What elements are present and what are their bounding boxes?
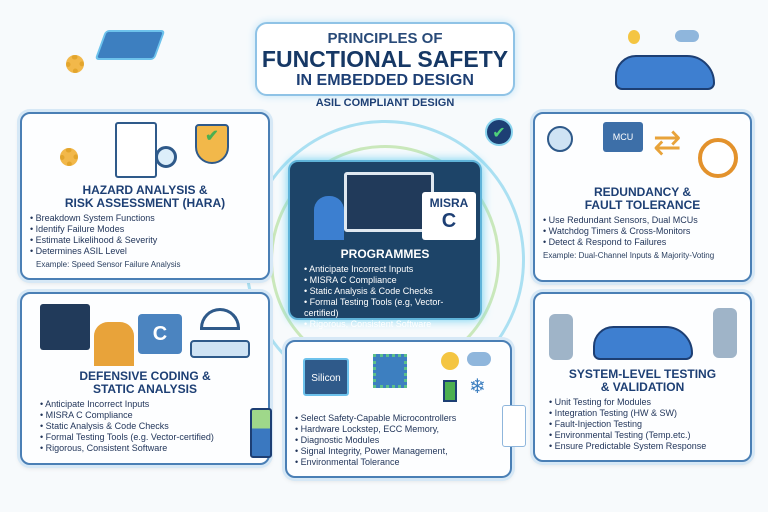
list-item: Detect & Respond to Failures [543,237,742,248]
title-line-1: PRINCIPLES OF [327,30,443,47]
check-badge-icon: ✔ [485,118,513,146]
chip-icon [94,30,166,60]
car-icon [593,326,693,360]
mcu-chip-icon: MCU [603,122,643,152]
gauge-icon [200,308,240,330]
lightbulb-icon [628,30,640,44]
list-item: Formal Testing Tools (e.g. Vector-certif… [40,432,260,443]
monitor-code-icon [40,304,90,350]
hara-illustration: ✔ [30,118,260,184]
list-item: Static Analysis & Code Checks [40,421,260,432]
defensive-title-2: STATIC ANALYSIS [92,382,197,396]
list-item: Select Safety-Capable Microcontrollers [295,413,502,424]
car-icon [615,55,715,90]
split-arrows-icon: ⇄ [653,124,682,162]
stopwatch-icon [698,138,738,178]
gear-icon [60,148,78,166]
hara-title-2: RISK ASSESSMENT (HARA) [64,196,226,210]
silicon-chip-icon: Silicon [303,358,349,396]
list-item: Ensure Predictable System Response [549,441,742,452]
person-icon [314,196,344,240]
list-item: MISRA C Compliance [304,275,476,286]
cloud-icon [675,30,699,42]
title-line-2: FUNCTIONAL SAFETY [261,46,509,72]
hardware-illustration: Silicon ❄ [295,346,502,410]
shield-check-icon: ✔ [195,124,229,164]
redundancy-example: Example: Dual-Channel Inputs & Majority-… [543,251,715,260]
battery-module-icon [443,380,457,402]
developer-icon [94,322,134,366]
list-item: Anticipate Incorrect Inputs [304,264,476,275]
hardware-panel: Silicon ❄ Select Safety-Capable Microcon… [285,340,512,478]
list-item: Identify Failure Modes [30,224,260,235]
list-item: Rigorous, Consistent Software [304,319,476,330]
redundancy-title: REDUNDANCY & [593,185,692,199]
sun-icon [441,352,459,370]
defensive-coding-panel: C DEFENSIVE CODING & STATIC ANALYSIS Ant… [20,292,270,465]
list-item: Formal Testing Tools (e.g, Vector-certif… [304,297,476,319]
programmes-title: PROGRAMMES [340,247,430,261]
gear-icon [66,55,84,73]
list-item: Static Analysis & Code Checks [304,286,476,297]
robot-icon [549,314,573,360]
testing-title: SYSTEM-LEVEL TESTING [568,367,717,381]
status-indicator-icon [190,340,250,358]
list-item: Determines ASIL Level [30,246,260,257]
list-item: Hardware Lockstep, ECC Memory, [295,424,502,435]
hara-panel: ✔ HAZARD ANALYSIS & RISK ASSESSMENT (HAR… [20,112,270,280]
list-item: Anticipate Incorrect Inputs [40,399,260,410]
redundancy-panel: MCU ⇄ REDUNDANCY & FAULT TOLERANCE Use R… [533,112,752,282]
cloud-rain-icon [467,352,491,366]
misra-c-badge: MISRA C [422,192,476,240]
programmes-panel: MISRA C PROGRAMMES Anticipate Incorrect … [288,160,482,329]
bar-chart-icon [502,405,526,447]
magnifier-icon [155,146,177,168]
c-label: C [441,210,457,232]
sensor-icon [547,126,573,152]
snowflake-icon: ❄ [469,376,486,398]
title-line-3: IN EMBEDDED DESIGN [296,72,474,89]
battery-icon [250,408,272,458]
list-item: Fault-Injection Testing [549,419,742,430]
system-testing-panel: SYSTEM-LEVEL TESTING & VALIDATION Unit T… [533,292,752,462]
list-item: MISRA C Compliance [40,410,260,421]
subtitle: ASIL COMPLIANT DESIGN [315,97,455,109]
list-item: Integration Testing (HW & SW) [549,408,742,419]
monitor-code-icon [344,172,434,232]
redundancy-title-2: FAULT TOLERANCE [584,198,701,212]
clipboard-icon [115,122,157,178]
hara-example: Example: Speed Sensor Failure Analysis [36,260,181,269]
defensive-illustration: C [30,298,260,370]
list-item: Signal Integrity, Power Management, [295,446,502,457]
hara-title: HAZARD ANALYSIS & [82,183,208,197]
list-item: Estimate Likelihood & Severity [30,235,260,246]
list-item: Breakdown System Functions [30,213,260,224]
programmer-illustration: MISRA C [294,166,476,240]
redundancy-illustration: MCU ⇄ [543,118,742,186]
c-badge-icon: C [138,314,182,354]
title-banner: PRINCIPLES OF FUNCTIONAL SAFETY IN EMBED… [255,22,515,96]
testing-illustration [543,298,742,368]
testing-title-2: & VALIDATION [600,380,685,394]
list-item: Environmental Testing (Temp.etc.) [549,430,742,441]
list-item: Diagnostic Modules [295,435,502,446]
list-item: Environmental Tolerance [295,457,502,468]
list-item: Rigorous, Consistent Software [40,443,260,454]
robot-icon [713,308,737,358]
list-item: Watchdog Timers & Cross-Monitors [543,226,742,237]
processor-icon [373,354,407,388]
misra-label: MISRA [429,196,469,210]
list-item: Unit Testing for Modules [549,397,742,408]
defensive-title: DEFENSIVE CODING & [79,369,211,383]
list-item: Use Redundant Sensors, Dual MCUs [543,215,742,226]
